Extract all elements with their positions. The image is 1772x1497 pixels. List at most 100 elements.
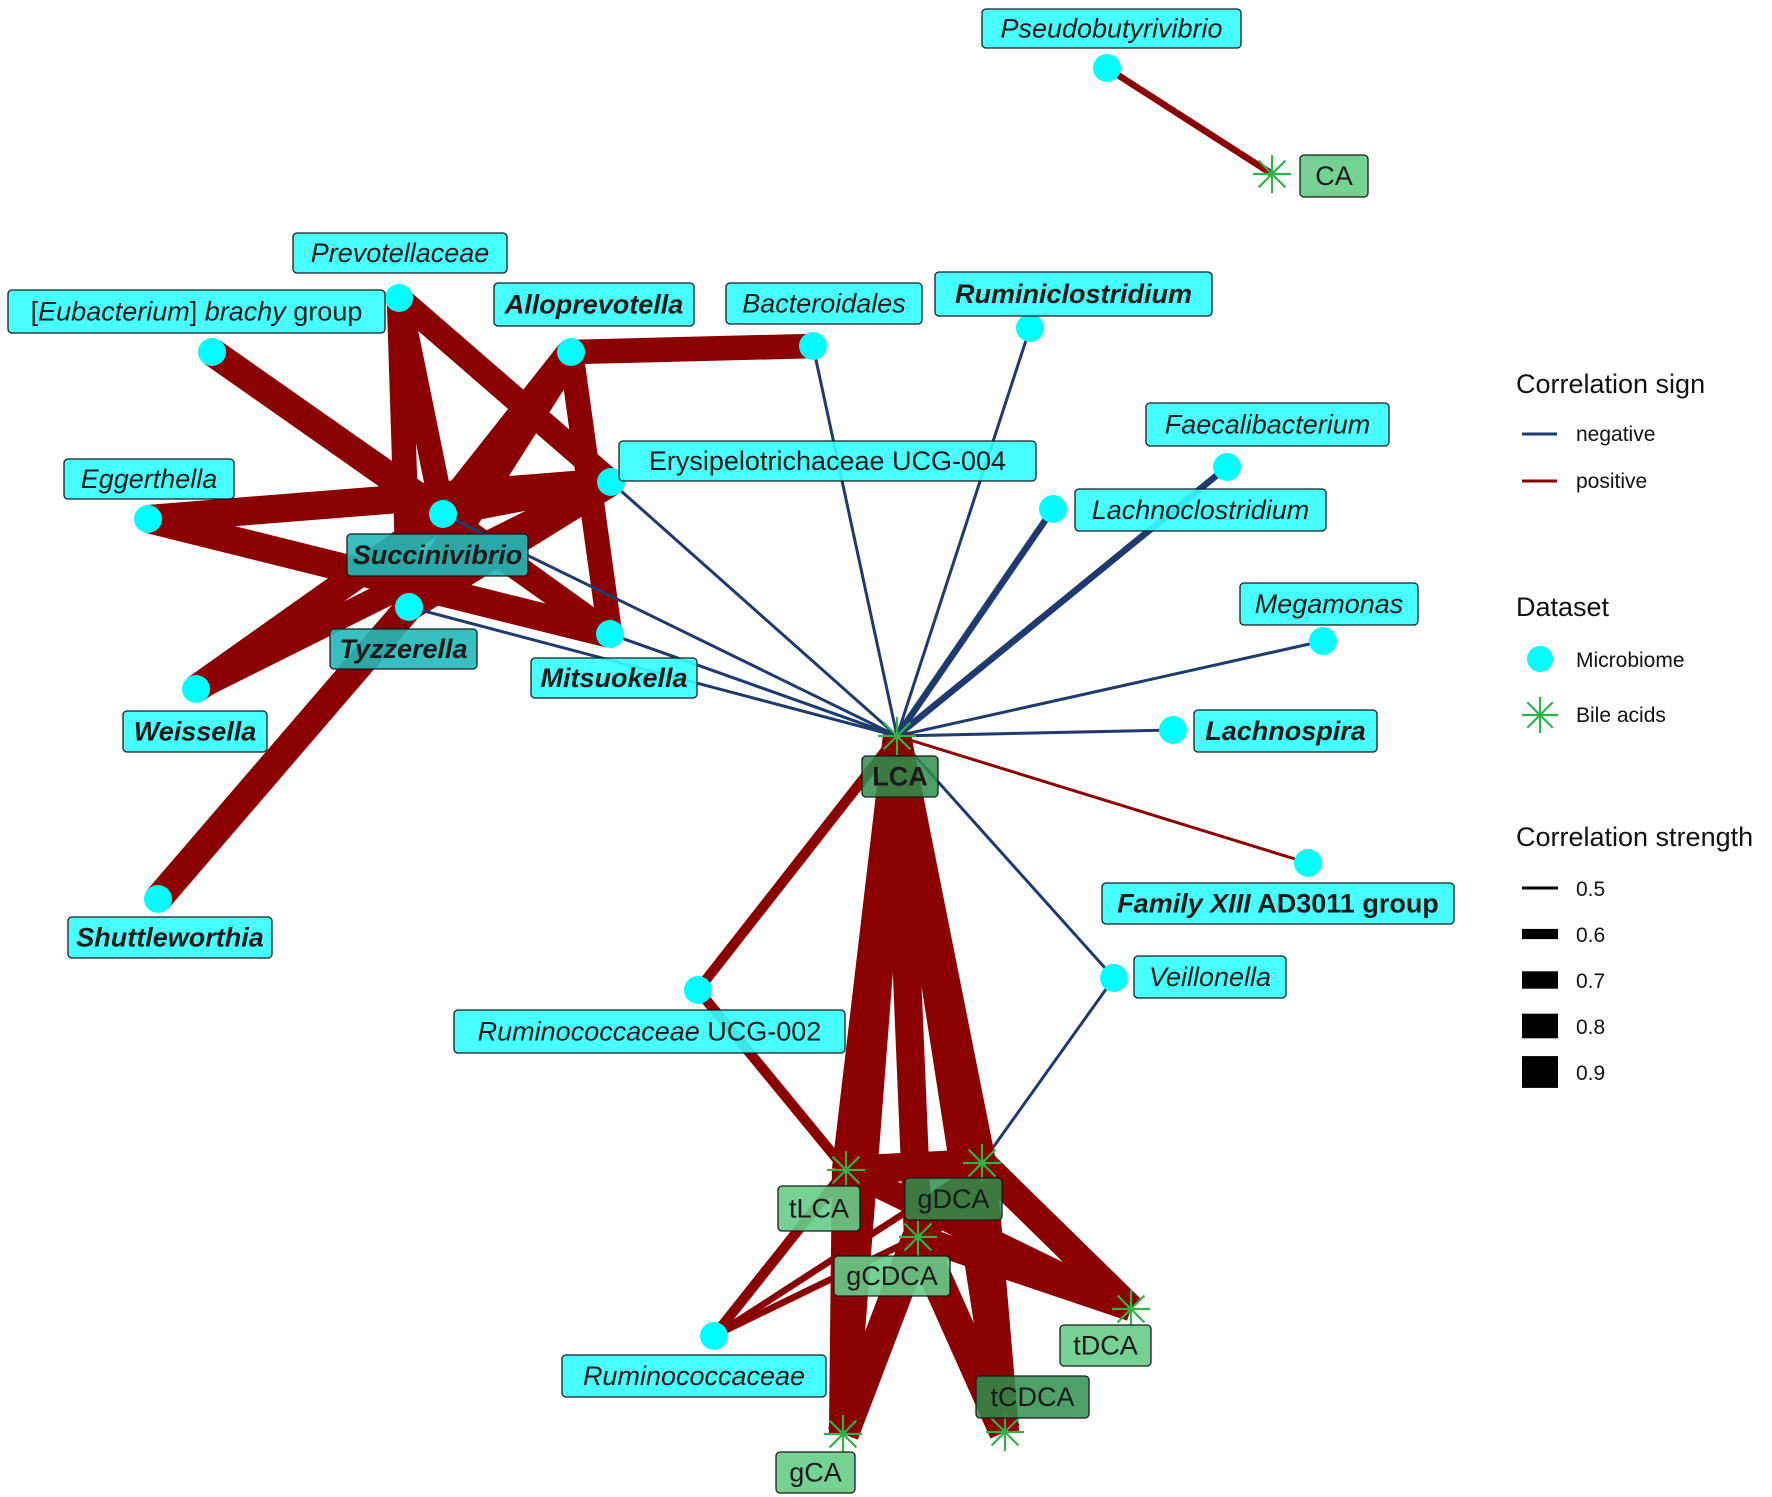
node-label-text: Family XIII AD3011 group xyxy=(1117,889,1439,919)
node-label-succ: Succinivibrio xyxy=(346,533,529,577)
microbiome-node-faecal xyxy=(1213,453,1241,481)
edge-allo-bacter xyxy=(570,333,814,365)
node-label-text: [Eubacterium] brachy group xyxy=(31,297,363,327)
node-label-bacter: Bacteroidales xyxy=(725,282,923,325)
legend-sign-title: Correlation sign xyxy=(1516,369,1705,399)
node-label-LCA: LCA xyxy=(861,755,939,798)
node-label-gDCA: gDCA xyxy=(904,1177,1003,1221)
microbiome-node-mega xyxy=(1309,627,1337,655)
node-label-text: Pseudobutyrivibrio xyxy=(1000,14,1222,44)
node-label-box xyxy=(975,1375,1090,1419)
node-label-fam13: Family XIII AD3011 group xyxy=(1101,882,1455,925)
node-label-segment: Alloprevotella xyxy=(504,290,684,320)
edge-lachnoc-LCA xyxy=(894,507,1056,738)
legend-strength-swatch xyxy=(1522,886,1558,890)
node-label-box xyxy=(1101,882,1455,925)
node-label-text: Shuttleworthia xyxy=(76,923,264,953)
edge-weiss-erysip xyxy=(190,470,617,701)
node-label-text: Eggerthella xyxy=(81,464,218,494)
node-label-text: Weissella xyxy=(134,717,257,747)
legend-strength-label: 0.7 xyxy=(1576,970,1605,993)
bile-acid-node-tDCA xyxy=(1112,1290,1150,1328)
legend-bile-acids-label: Bile acids xyxy=(1576,704,1666,727)
microbiome-node-weiss xyxy=(182,675,210,703)
edge-fam13-LCA xyxy=(896,734,1309,865)
edge-rumfam-gCDCA xyxy=(712,1234,920,1339)
node-label-text: gCA xyxy=(789,1458,842,1488)
edge-gDCA-tDCA xyxy=(972,1152,1141,1320)
node-label-segment: Ruminococcaceae xyxy=(478,1017,700,1047)
microbiome-node-rumin xyxy=(1016,314,1044,342)
edge-gCDCA-tDCA xyxy=(914,1225,1135,1321)
node-label-box xyxy=(904,1177,1003,1221)
edge-mitsu-LCA xyxy=(609,632,898,738)
node-label-mitsu: Mitsuokella xyxy=(530,657,698,699)
node-label-tCDCA: tCDCA xyxy=(975,1375,1090,1419)
microbiome-node-allo xyxy=(557,338,585,366)
node-label-box xyxy=(934,271,1213,317)
node-label-text: LCA xyxy=(872,762,928,792)
node-label-box xyxy=(292,232,508,274)
node-label-erysip: Erysipelotrichaceae UCG-004 xyxy=(618,440,1037,482)
node-label-weiss: Weissella xyxy=(122,710,268,753)
node-label-box xyxy=(453,1009,846,1054)
node-label-segment: UCG-002 xyxy=(700,1017,822,1047)
node-label-text: Alloprevotella xyxy=(504,290,684,320)
bile-acid-node-gCDCA xyxy=(899,1218,937,1256)
node-label-lachnoc: Lachnoclostridium xyxy=(1074,488,1327,532)
node-label-segment: brachy xyxy=(205,297,288,327)
legend-strength-label: 0.5 xyxy=(1576,878,1605,901)
microbiome-node-succ xyxy=(429,500,457,528)
node-label-segment: tLCA xyxy=(789,1194,849,1224)
microbiome-node-eubac xyxy=(198,338,226,366)
bile-acid-node-LCA xyxy=(878,717,916,755)
node-label-segment: tCDCA xyxy=(990,1382,1074,1412)
node-label-box xyxy=(1299,154,1369,198)
edge-lachnos-LCA xyxy=(896,728,1174,738)
node-label-text: Lachnospira xyxy=(1205,716,1366,746)
node-label-layer: PseudobutyrivibrioCAPrevotellaceae[Eubac… xyxy=(7,8,1455,1494)
legend-microbiome-label: Microbiome xyxy=(1576,649,1685,672)
legend: Correlation sign negative positive Datas… xyxy=(1516,369,1753,1088)
node-label-box xyxy=(981,8,1242,49)
node-label-text: Megamonas xyxy=(1255,589,1404,619)
node-label-CA: CA xyxy=(1299,154,1369,198)
microbiome-node-shuttle xyxy=(144,885,172,913)
microbiome-node-pseudo xyxy=(1093,54,1121,82)
bile-acid-node-tLCA xyxy=(827,1151,865,1189)
bile-acid-node-gCA xyxy=(824,1415,862,1453)
node-label-text: gDCA xyxy=(917,1184,989,1214)
node-label-box xyxy=(1074,488,1327,532)
node-label-box xyxy=(1133,955,1287,999)
bile-acid-node-gDCA xyxy=(963,1144,1001,1182)
bile-acid-node-tCDCA xyxy=(986,1413,1024,1451)
legend-strength-swatch xyxy=(1522,1056,1558,1088)
node-label-segment: Family XIII xyxy=(1117,889,1251,919)
microbiome-node-rumfam xyxy=(700,1322,728,1350)
node-label-box xyxy=(493,282,695,327)
legend-positive-label: positive xyxy=(1576,470,1647,493)
node-label-text: tCDCA xyxy=(990,1382,1074,1412)
node-label-segment: Megamonas xyxy=(1255,589,1404,619)
node-label-tyzz: Tyzzerella xyxy=(329,628,478,670)
node-label-box xyxy=(725,282,923,325)
node-label-rucg: Ruminococcaceae UCG-002 xyxy=(453,1009,846,1054)
node-label-box xyxy=(67,916,273,959)
node-label-box xyxy=(861,755,939,798)
node-label-text: tLCA xyxy=(789,1194,849,1224)
node-label-box xyxy=(833,1255,951,1297)
node-label-gCDCA: gCDCA xyxy=(833,1255,951,1297)
node-label-text: Erysipelotrichaceae UCG-004 xyxy=(649,446,1006,476)
node-label-segment: Veillonella xyxy=(1149,962,1271,992)
edge-erysip-LCA xyxy=(610,480,898,738)
edge-veill-gDCA xyxy=(980,977,1116,1164)
legend-bile-star-icon xyxy=(1522,697,1558,733)
node-label-text: Tyzzerella xyxy=(339,634,467,664)
node-label-box xyxy=(1059,1324,1152,1367)
node-label-box xyxy=(1239,582,1419,626)
microbiome-node-veill xyxy=(1100,964,1128,992)
node-label-allo: Alloprevotella xyxy=(493,282,695,327)
edge-layer xyxy=(144,65,1324,1440)
node-label-box xyxy=(561,1354,827,1398)
